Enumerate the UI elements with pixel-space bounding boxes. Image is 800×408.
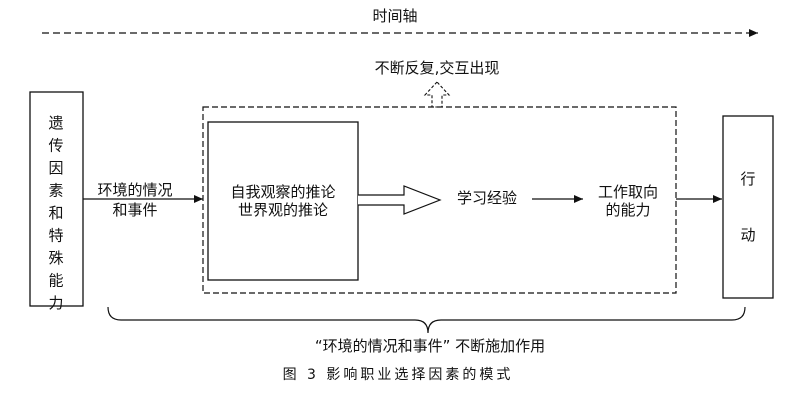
heredity-char-line: 和: [48, 204, 63, 222]
brace-label: “环境的情况和事件” 不断施加作用: [315, 337, 545, 355]
heredity-char-line: 能: [48, 272, 63, 290]
heredity-char-line: 殊: [48, 249, 63, 267]
timeline-label: 时间轴: [372, 7, 417, 25]
self-observation-line: 自我观察的推论: [230, 183, 335, 201]
action-box-text: 行动: [740, 170, 755, 244]
heredity-char-line: 因: [48, 159, 63, 177]
env-label-line: 和事件: [112, 201, 157, 219]
env-label-line: 环境的情况: [97, 181, 172, 199]
heredity-char-line: 遗: [48, 114, 63, 132]
heredity-char-line: 素: [48, 182, 63, 200]
heredity-char-line: 力: [48, 294, 63, 312]
bottom-brace: [107, 306, 746, 334]
heredity-char-line: 特: [48, 227, 63, 245]
action-box: [722, 115, 774, 299]
work-orientation-line: 的能力: [605, 201, 650, 219]
heredity-char-line: 传: [48, 137, 63, 155]
env-label: 环境的情况和事件: [97, 181, 172, 219]
repeat-label: 不断反复,交互出现: [375, 59, 500, 77]
self-observation-line: 世界观的推论: [238, 201, 328, 219]
repeat-up-arrow: [423, 81, 451, 108]
action-char-line: 动: [740, 226, 755, 244]
figure-caption: 图 3 影响职业选择因素的模式: [283, 367, 514, 383]
hollow-arrow: [358, 185, 442, 215]
dashed-container: [202, 106, 677, 294]
work-orientation-line: 工作取向: [598, 183, 658, 201]
action-char-line: 行: [740, 170, 755, 188]
learning-label: 学习经验: [457, 189, 517, 207]
